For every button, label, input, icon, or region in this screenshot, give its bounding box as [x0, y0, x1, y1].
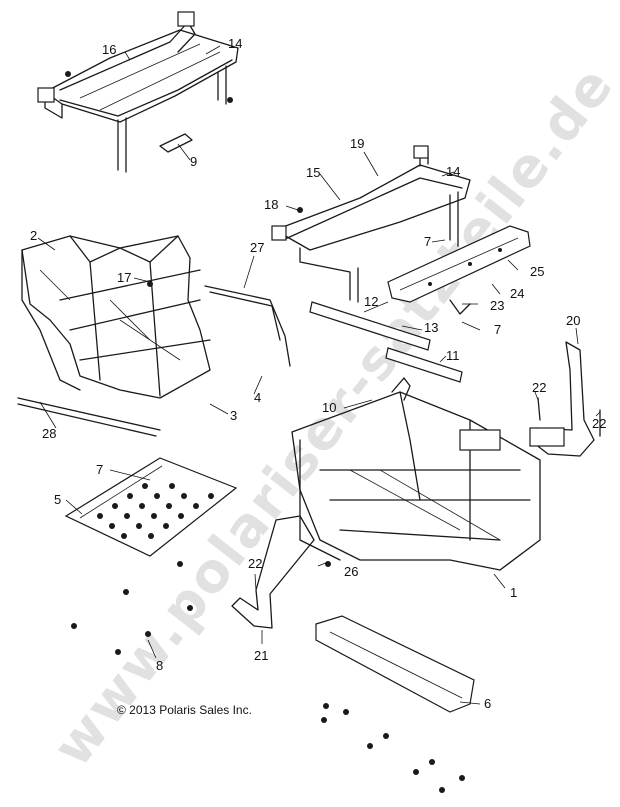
- callout-18: 18: [264, 197, 278, 212]
- bed-support-frame: [271, 145, 471, 303]
- callout-9: 9: [190, 154, 197, 169]
- left-side-bracket: [231, 515, 315, 629]
- callout-labels: 1 2 3 4 5 6 7 7 7 8 9 10 11 12 13 14 14 …: [30, 36, 606, 711]
- callout-10: 10: [322, 400, 336, 415]
- callout-2: 2: [30, 228, 37, 243]
- callout-17: 17: [117, 270, 131, 285]
- callout-4: 4: [254, 390, 261, 405]
- callout-11: 11: [446, 348, 460, 363]
- callout-16: 16: [102, 42, 116, 57]
- right-side-bracket: [529, 341, 595, 457]
- callout-3: 3: [230, 408, 237, 423]
- side-rail: [204, 285, 291, 367]
- callout-1: 1: [510, 585, 517, 600]
- rear-crossmember-panel: [387, 225, 531, 303]
- copyright-text: © 2013 Polaris Sales Inc.: [117, 703, 252, 717]
- leader-lines: [37, 45, 601, 705]
- callout-12: 12: [364, 294, 378, 309]
- callout-14-middle: 14: [446, 164, 460, 179]
- callout-21: 21: [254, 648, 268, 663]
- callout-25: 25: [530, 264, 544, 279]
- callout-15: 15: [306, 165, 320, 180]
- callout-20: 20: [566, 313, 580, 328]
- skid-plate-lower: [315, 615, 475, 713]
- callout-24: 24: [510, 286, 524, 301]
- callout-22-right-a: 22: [532, 380, 546, 395]
- callout-7-upper: 7: [424, 234, 431, 249]
- callout-5: 5: [54, 492, 61, 507]
- callout-28: 28: [42, 426, 56, 441]
- cargo-rack-upper: [37, 11, 239, 173]
- callout-22-left: 22: [248, 556, 262, 571]
- callout-23: 23: [490, 298, 504, 313]
- callout-7-right: 7: [494, 322, 501, 337]
- watermark-text: www.polariser-satzteile.de: [41, 54, 620, 778]
- callout-8: 8: [156, 658, 163, 673]
- callout-27: 27: [250, 240, 264, 255]
- skid-plate-left: [64, 457, 238, 557]
- lower-rod: [17, 397, 161, 437]
- callout-22-right-b: 22: [592, 416, 606, 431]
- callout-19: 19: [350, 136, 364, 151]
- front-frame: [21, 235, 211, 399]
- callout-14-top: 14: [228, 36, 242, 51]
- callout-26: 26: [344, 564, 358, 579]
- callout-13: 13: [424, 320, 438, 335]
- cross-members: [309, 301, 463, 383]
- main-frame: [291, 391, 541, 571]
- fasteners: [65, 71, 601, 793]
- callout-7-left: 7: [96, 462, 103, 477]
- callout-6: 6: [484, 696, 491, 711]
